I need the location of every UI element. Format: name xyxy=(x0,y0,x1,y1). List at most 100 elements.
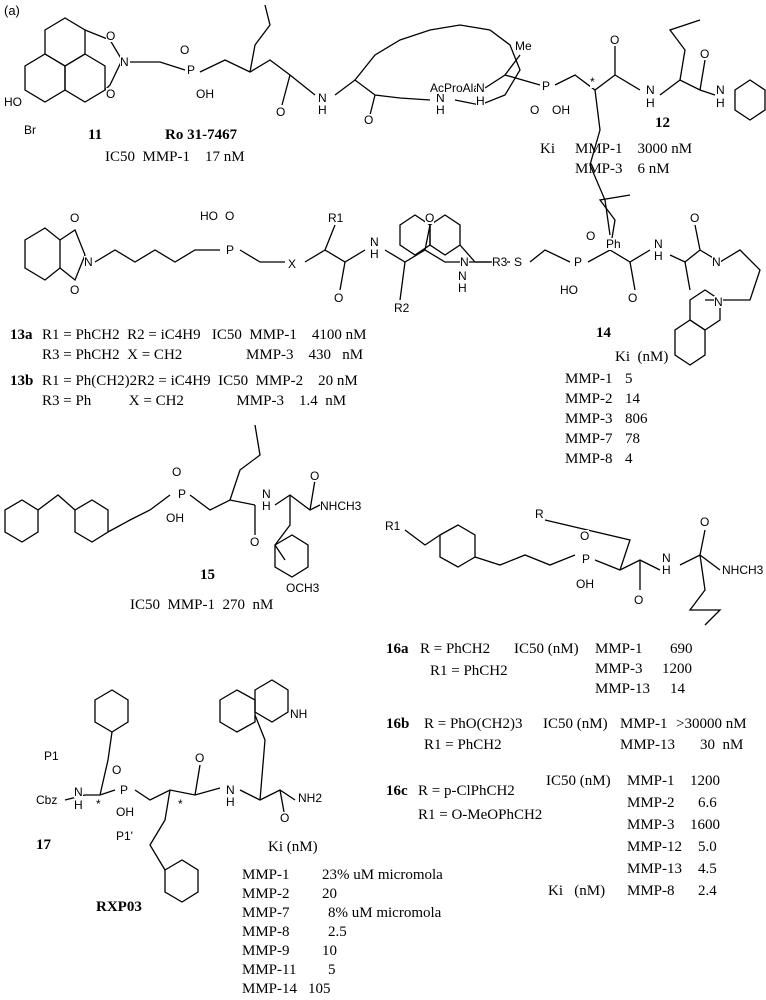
atom-label: HO xyxy=(200,209,218,223)
row-value: 23% uM micromola xyxy=(322,867,443,883)
atom-label: P xyxy=(542,79,551,93)
ki-row: MMP-3 6 nM xyxy=(575,161,670,177)
row-name: MMP-13 xyxy=(620,737,676,753)
structure-13-bonds xyxy=(24,224,490,301)
ic50-label: IC50 (nM) xyxy=(546,773,611,789)
atom-label: * xyxy=(590,75,595,89)
atom-label: N xyxy=(712,255,721,269)
row-name: MMP-3 xyxy=(595,661,643,677)
atom-label: NHCH3 xyxy=(320,499,362,513)
atom-label: H xyxy=(476,94,485,108)
atom-label: O xyxy=(364,113,374,127)
compound-id: 12 xyxy=(655,115,670,131)
compound-id: 13a xyxy=(10,327,33,343)
atom-label: O xyxy=(195,751,205,765)
row-name: MMP-1 xyxy=(620,716,668,732)
atom-label: NHCH3 xyxy=(722,563,764,577)
atom-label: N xyxy=(262,487,271,501)
atom-label: N xyxy=(654,237,663,251)
row-name: MMP-3 xyxy=(565,411,613,427)
atom-label: H xyxy=(654,249,663,263)
row-name: MMP-2 xyxy=(242,886,290,902)
structure-16-bonds xyxy=(404,519,722,626)
atom-label: P xyxy=(178,487,187,501)
atom-label: N xyxy=(120,55,129,69)
atom-label: Cbz xyxy=(36,793,58,807)
atom-label: O xyxy=(580,529,590,543)
atom-label: R3 xyxy=(492,255,508,269)
row-value: 6.6 xyxy=(698,795,717,811)
row-name: MMP-3 xyxy=(627,817,675,833)
atom-label: N xyxy=(460,255,469,269)
atom-label: N xyxy=(84,255,93,269)
row-name: MMP-13 xyxy=(595,681,651,697)
atom-label: H xyxy=(318,103,327,117)
row-name: MMP-2 xyxy=(565,391,613,407)
compound-name: Ro 31-7467 xyxy=(165,127,238,143)
atom-label: P1 xyxy=(44,749,59,763)
row-name: MMP-1 xyxy=(565,371,613,387)
atom-label: R2 xyxy=(394,301,410,315)
atom-label: OH xyxy=(196,87,214,101)
atom-label: N xyxy=(646,83,655,97)
substituent-r: R = p-ClPhCH2 xyxy=(418,783,515,799)
activity: IC50 MMP-1 17 nM xyxy=(105,149,245,165)
atom-label: O xyxy=(634,593,644,607)
row-value: 690 xyxy=(670,641,693,657)
atom-label: OH xyxy=(116,805,134,819)
atom-label: O xyxy=(700,47,710,61)
atom-label: O xyxy=(628,291,638,305)
row-name: MMP-14 xyxy=(242,981,298,997)
atom-label: O xyxy=(425,211,435,225)
substituents: R1 = PhCH2 R2 = iC4H9 IC50 MMP-1 4100 nM xyxy=(42,327,367,343)
row-value: 2.5 xyxy=(328,924,347,940)
substituents: R1 = Ph(CH2)2R2 = iC4H9 IC50 MMP-2 20 nM xyxy=(42,373,358,389)
structure-11-bonds xyxy=(24,4,521,116)
atom-label: OH xyxy=(166,511,184,525)
row-value: 14 xyxy=(670,681,685,697)
atom-label: H xyxy=(458,281,467,295)
atom-label: * xyxy=(96,797,101,811)
atom-label: P xyxy=(226,243,235,257)
atom-label: O xyxy=(610,33,620,47)
row-name: MMP-2 xyxy=(627,795,675,811)
row-name: MMP-13 xyxy=(627,861,683,877)
atom-label: P xyxy=(120,783,129,797)
atom-label: H xyxy=(370,247,379,261)
atom-label: O xyxy=(70,283,80,297)
row-value: 105 xyxy=(308,981,331,997)
atom-label: P1' xyxy=(116,829,133,843)
atom-label: N xyxy=(662,551,671,565)
atom-label: N xyxy=(458,269,467,283)
row-value: 4.5 xyxy=(698,861,717,877)
row-value: 806 xyxy=(625,411,648,427)
atom-label: HO xyxy=(4,95,22,109)
atom-label: O xyxy=(106,87,116,101)
atom-label: NH xyxy=(290,707,308,721)
row-name: MMP-8 xyxy=(627,883,675,899)
row-value: 1600 xyxy=(690,817,720,833)
ki-label: Ki (nM) xyxy=(268,839,318,855)
structure-14-bonds xyxy=(399,194,761,366)
atom-label: O xyxy=(250,535,260,549)
row-name: MMP-12 xyxy=(627,839,683,855)
atom-label: O xyxy=(310,469,320,483)
atom-label: O xyxy=(280,811,290,825)
compound-id: 15 xyxy=(200,567,215,583)
ki-label: Ki (nM) xyxy=(615,349,669,365)
row-value: 5 xyxy=(328,962,336,978)
atom-label: O xyxy=(586,229,596,243)
row-value: >30000 nM xyxy=(676,716,747,732)
atom-label: N xyxy=(476,81,485,95)
atom-label: Ph xyxy=(606,237,621,251)
substituent-r: R = PhO(CH2)3 xyxy=(424,716,523,732)
activity: IC50 MMP-1 270 nM xyxy=(130,597,274,613)
row-name: MMP-9 xyxy=(242,943,290,959)
panel-label: (a) xyxy=(4,3,20,18)
atom-label: H xyxy=(262,499,271,513)
row-value: 78 xyxy=(625,431,640,447)
compound-id: 14 xyxy=(596,325,611,341)
row-value: 5 xyxy=(625,371,633,387)
atom-label: * xyxy=(178,797,183,811)
row-value: 4 xyxy=(625,451,633,467)
